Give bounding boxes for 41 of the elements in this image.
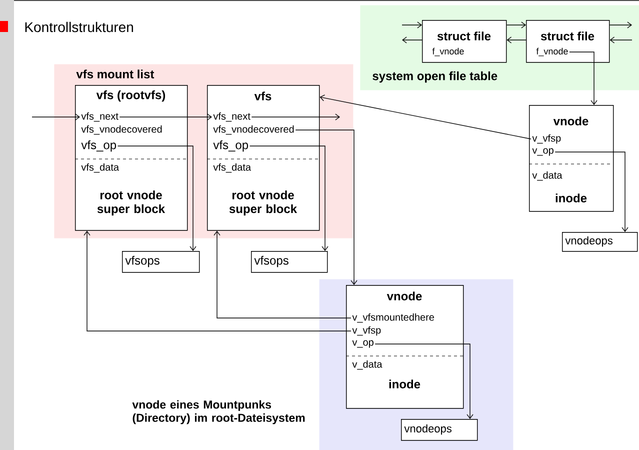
field-label: vfs_vnodecovered (81, 125, 162, 135)
field-label: v_vfsmountedhere (352, 313, 434, 323)
arrow (119, 114, 212, 120)
field-label: f_vnode (536, 48, 568, 56)
ops-box: vnodeops (562, 232, 638, 252)
arrow (320, 94, 532, 140)
arrow (569, 52, 598, 105)
arrow (84, 230, 352, 332)
ops-box: vnodeops (401, 419, 478, 441)
arrow (402, 36, 422, 44)
caption: vnode eines Mountpunks (Directory) im root-Dateisystem (132, 400, 305, 424)
field-label: vfs_op (81, 140, 116, 152)
arrow (251, 114, 340, 120)
arrow (554, 152, 628, 232)
field-label: v_data (532, 171, 562, 181)
arrow (506, 36, 526, 44)
title: Kontrollstrukturen (25, 22, 133, 32)
field-label: vfs_data (213, 163, 251, 173)
field-label: vfs_next (213, 112, 250, 122)
field-label: v_vfsp (352, 326, 381, 336)
arrow (32, 114, 80, 120)
arrow (609, 22, 632, 28)
field-label: v_op (352, 340, 374, 348)
field-label: vfs_data (81, 163, 119, 173)
field-label: vfs_op (213, 140, 248, 152)
arrow (214, 230, 352, 318)
arrow (249, 146, 328, 251)
arrow (506, 22, 526, 28)
field-label: v_op (532, 148, 554, 156)
arrow (610, 36, 632, 44)
field-label: vfs_next (81, 112, 118, 122)
field-label: v_vfsp (532, 134, 561, 144)
arrow (117, 146, 196, 251)
arrow (402, 22, 422, 28)
field-label: vfs_vnodecovered (213, 125, 294, 135)
arrow (295, 130, 358, 285)
arrow (374, 344, 474, 419)
field-label: f_vnode (432, 48, 464, 56)
ops-box: vfsops (251, 251, 328, 273)
ops-box: vfsops (122, 251, 200, 273)
field-label: v_data (352, 360, 382, 370)
